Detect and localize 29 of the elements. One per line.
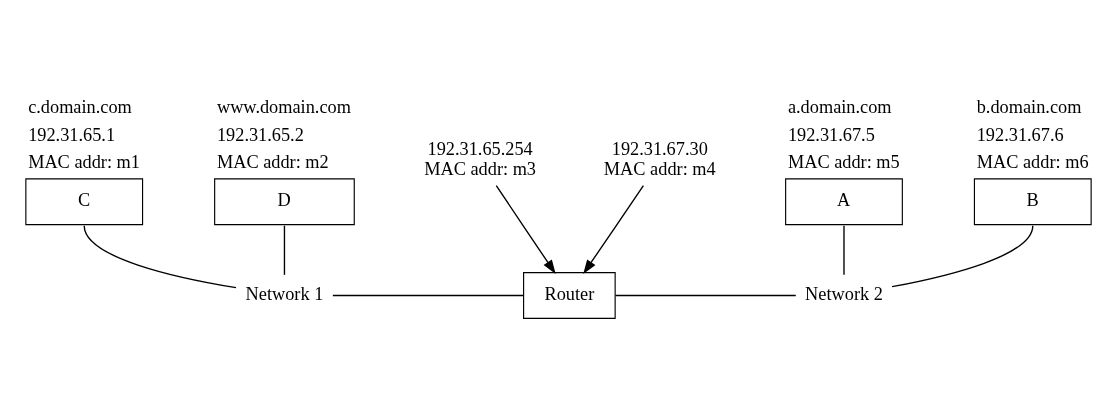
node-label: c.domain.com bbox=[28, 96, 132, 117]
node-label: MAC addr: m6 bbox=[976, 151, 1089, 172]
connector bbox=[614, 294, 797, 296]
arrow bbox=[495, 184, 556, 274]
connector bbox=[891, 224, 1034, 287]
node-box: D bbox=[214, 177, 355, 225]
node-label: MAC addr: m2 bbox=[216, 151, 329, 172]
node-label: 192.31.67.5 bbox=[787, 124, 875, 145]
node-label: a.domain.com bbox=[787, 96, 892, 117]
node-text: Network 2 bbox=[805, 283, 883, 304]
node-label: 192.31.65.1 bbox=[28, 124, 116, 145]
node-box: A bbox=[785, 177, 903, 225]
node-label: www.domain.com bbox=[216, 96, 351, 117]
node-label: 192.31.67.6 bbox=[976, 124, 1064, 145]
node-text: 192.31.67.30 MAC addr: m4 bbox=[603, 138, 716, 179]
arrow bbox=[583, 184, 645, 274]
connector bbox=[332, 294, 524, 296]
connector bbox=[283, 224, 286, 276]
node-label: MAC addr: m5 bbox=[787, 151, 900, 172]
node-text: Network 1 bbox=[245, 283, 324, 304]
node-label: MAC addr: m1 bbox=[28, 151, 140, 172]
node-label: b.domain.com bbox=[976, 96, 1082, 117]
node-box: C bbox=[25, 177, 144, 225]
node-box: B bbox=[973, 177, 1092, 225]
connector bbox=[83, 224, 237, 288]
node-text: 192.31.65.254 MAC addr: m3 bbox=[424, 138, 537, 179]
node-label: 192.31.65.2 bbox=[216, 124, 304, 145]
node-box: Router bbox=[523, 271, 616, 319]
connector bbox=[843, 224, 845, 276]
